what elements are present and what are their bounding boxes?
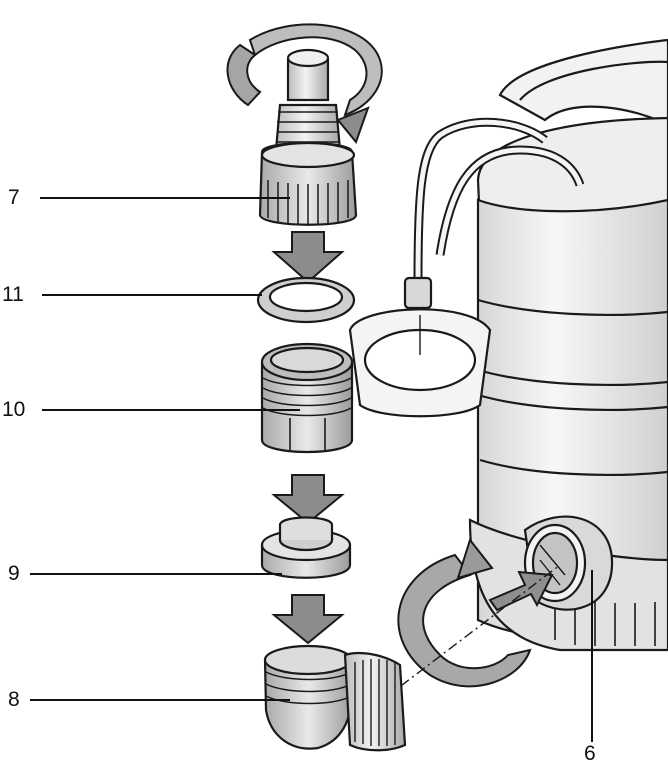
rotate-arrow-top bbox=[226, 23, 383, 145]
assembly-axis-line bbox=[384, 564, 561, 699]
part-9-reducer bbox=[260, 516, 352, 579]
part-7-hose-connector bbox=[258, 48, 358, 226]
part-11-seal-ring bbox=[256, 276, 356, 324]
part-8-elbow bbox=[263, 644, 407, 752]
insert-arrow bbox=[488, 570, 554, 612]
callout-9: 9 bbox=[8, 562, 20, 585]
callout-6: 6 bbox=[584, 742, 596, 765]
part-10-adapter bbox=[260, 342, 354, 454]
callout-8: 8 bbox=[8, 688, 20, 711]
leader-lines bbox=[30, 197, 593, 742]
arrow-down-2 bbox=[271, 474, 345, 525]
callout-7: 7 bbox=[8, 186, 20, 209]
arrow-down-3 bbox=[271, 594, 345, 645]
arrow-down-1 bbox=[271, 231, 345, 284]
callout-11: 11 bbox=[2, 283, 24, 306]
float-switch bbox=[348, 117, 585, 418]
callout-10: 10 bbox=[2, 398, 26, 421]
rotate-arrow-pump bbox=[397, 537, 532, 688]
